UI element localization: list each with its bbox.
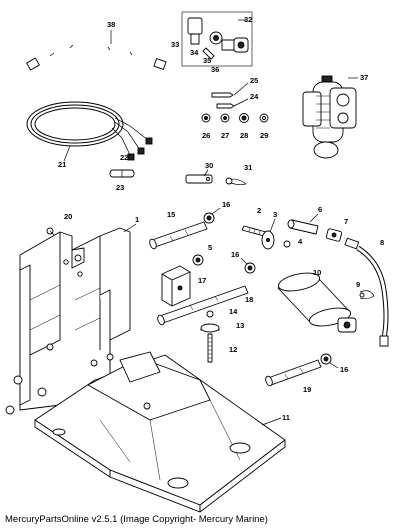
part-19-pivot-pin-lower[interactable] [264,359,322,387]
callout-7: 7 [344,217,348,226]
callout-16a: 16 [222,200,230,209]
callout-17: 17 [198,276,206,285]
part-20-screw[interactable] [46,227,56,237]
callout-36: 36 [211,65,219,74]
part-26-washer[interactable] [201,113,211,123]
callout-9: 9 [356,280,360,289]
part-27-washer[interactable] [220,113,230,123]
callout-30: 30 [205,161,213,170]
part-11-base-plate[interactable] [34,351,286,513]
leader-3 [269,218,276,233]
copyright-footer: MercuryPartsOnline v2.5.1 (Image Copyrig… [5,514,268,525]
leader-6 [309,213,319,223]
callout-33: 33 [171,40,179,49]
leader-21 [63,145,71,162]
part-31-clip[interactable] [225,177,247,185]
callout-14: 14 [229,307,238,316]
callout-1: 1 [135,215,139,224]
part-15-pivot-pin[interactable] [148,221,208,250]
callout-26: 26 [202,131,210,140]
part-8-hydraulic-hose[interactable] [344,237,389,347]
part-16-nut-upper[interactable] [203,212,215,224]
callout-29: 29 [260,131,268,140]
part-38-hose[interactable] [26,41,167,71]
part-37-pump-motor[interactable] [302,75,357,159]
callout-4: 4 [298,237,303,246]
callout-19: 19 [303,385,311,394]
part-10-trim-cylinder[interactable] [277,270,357,333]
leader-1 [123,223,137,233]
callout-23: 23 [116,183,124,192]
callout-16c: 16 [340,365,348,374]
callout-15: 15 [167,210,175,219]
part-14-washer[interactable] [206,310,214,318]
callout-18: 18 [245,295,253,304]
callout-21: 21 [58,160,66,169]
callout-24: 24 [250,92,259,101]
callout-16b: 16 [231,250,239,259]
part-13-piston-cap[interactable] [200,323,220,333]
leader-16c [329,362,339,369]
leader-24 [233,98,249,107]
part-29-washer[interactable] [259,113,269,123]
callout-5: 5 [208,243,212,252]
callout-27: 27 [221,131,229,140]
part-5-nut[interactable] [192,254,204,266]
part-1-transom-bracket[interactable] [5,227,131,415]
callout-11: 11 [282,413,290,422]
part-28-nut[interactable] [239,113,249,123]
part-25-screw[interactable] [211,92,234,98]
callout-32: 32 [244,15,252,24]
leader-11 [261,417,282,426]
leader-25 [233,82,249,96]
part-18-pivot-pin-long[interactable] [156,285,249,326]
leader-30 [203,169,209,177]
callout-13: 13 [236,321,244,330]
callout-22: 22 [120,153,128,162]
callout-34: 34 [190,48,199,57]
callout-8: 8 [380,238,384,247]
callout-12: 12 [229,345,237,354]
part-3-disc[interactable] [261,230,275,250]
part-7-fitting[interactable] [325,228,343,242]
callout-3: 3 [273,210,277,219]
callout-6: 6 [318,205,322,214]
part-24-screw[interactable] [216,103,235,109]
part-4-washer[interactable] [283,240,291,248]
part-2-bolt[interactable] [241,225,267,237]
part-17-block[interactable] [161,265,191,307]
leader-16a [211,207,221,215]
callout-20: 20 [64,212,72,221]
callout-31: 31 [244,163,252,172]
callout-38: 38 [107,20,115,29]
part-16-nut-middle[interactable] [244,262,256,274]
callout-25: 25 [250,76,258,85]
part-23-connector[interactable] [109,169,135,178]
part-30-pin[interactable] [185,174,213,184]
part-6-rod[interactable] [287,219,319,235]
callout-28: 28 [240,131,248,140]
callout-37: 37 [360,73,368,82]
callout-35: 35 [203,56,211,65]
callout-10: 10 [313,268,321,277]
part-9-clip[interactable] [359,290,375,300]
part-32-fitting-kit[interactable] [181,11,253,67]
part-12-spring-bolt[interactable] [207,333,213,363]
part-16-nut-lower[interactable] [320,353,332,365]
callout-2: 2 [257,206,261,215]
leader-16b [240,257,248,265]
part-21-wire-harness[interactable] [26,101,153,161]
